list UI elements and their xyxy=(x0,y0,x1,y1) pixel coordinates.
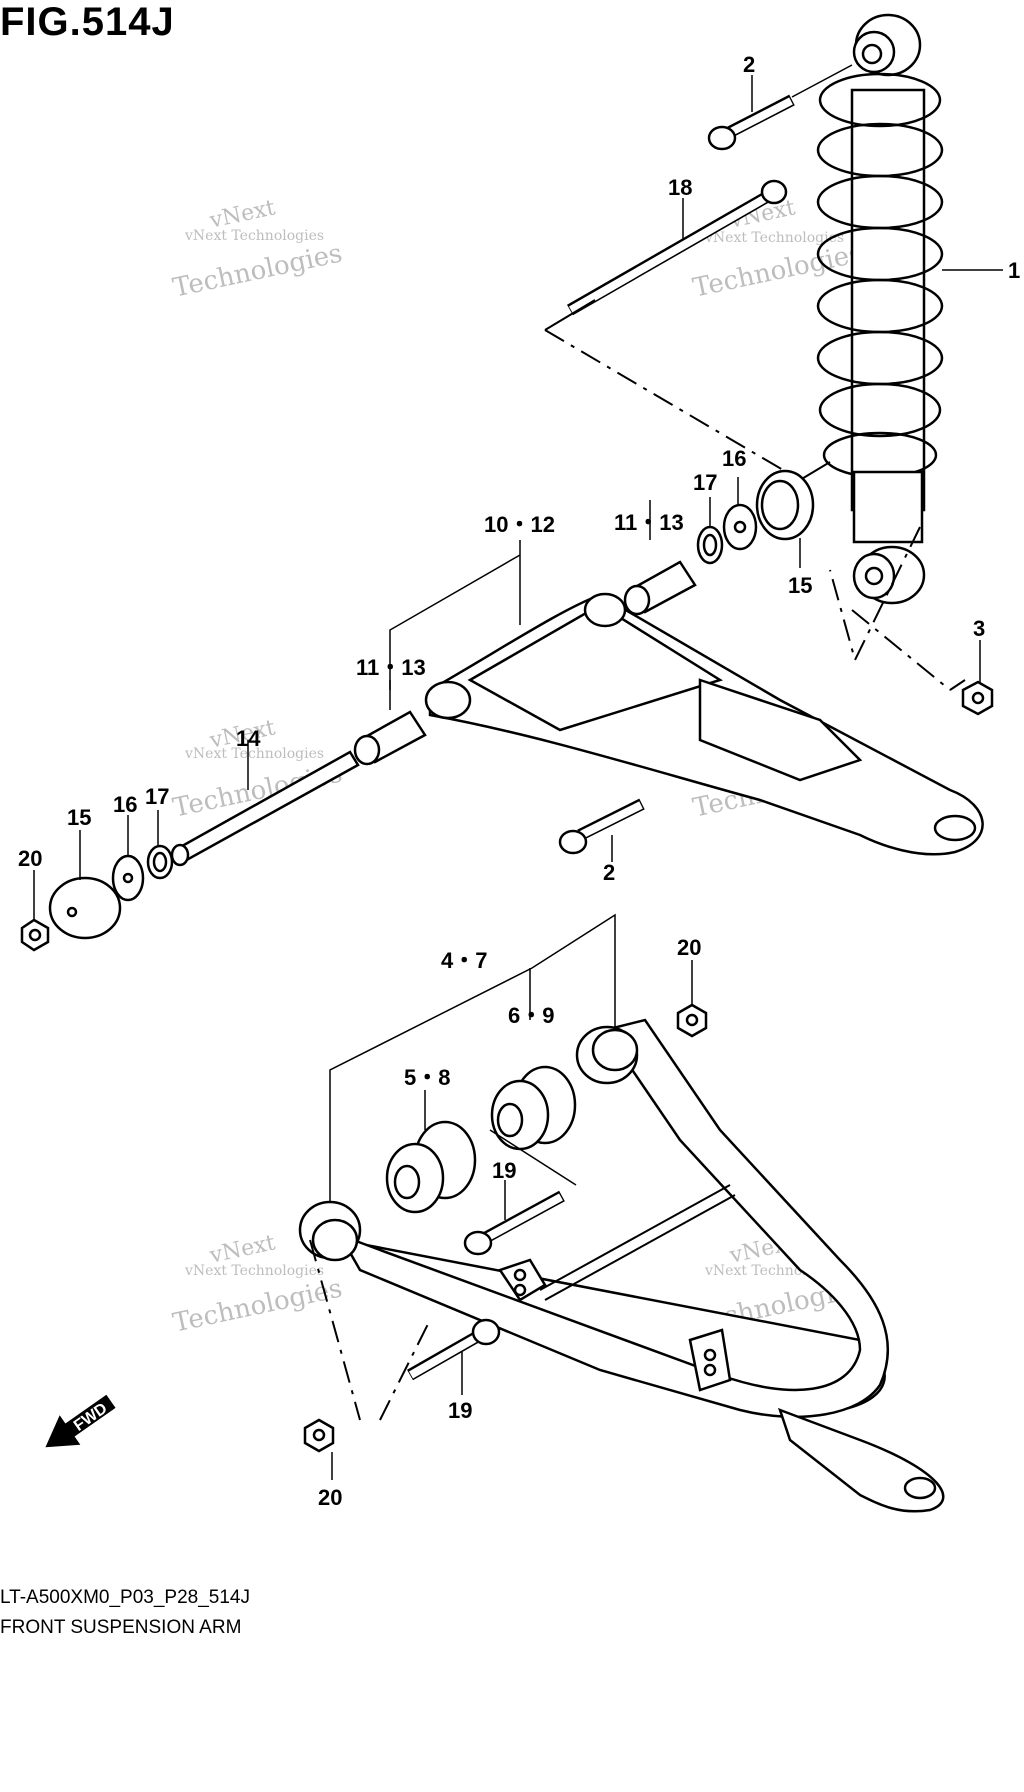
callout-10-12[interactable]: 10・12 xyxy=(484,512,555,537)
callout-15-left[interactable]: 15 xyxy=(67,805,91,830)
figure-name: FRONT SUSPENSION ARM xyxy=(0,1617,242,1638)
part-cap-15-left[interactable] xyxy=(48,876,122,940)
part-shock-absorber[interactable] xyxy=(816,13,944,605)
fwd-arrow-icon: FWD xyxy=(45,1394,116,1448)
part-bolt-upper[interactable] xyxy=(707,94,795,151)
part-washer-16-left[interactable] xyxy=(111,854,145,902)
part-nut-20-left[interactable] xyxy=(20,918,50,952)
part-bolt-19-lower[interactable] xyxy=(407,1318,501,1381)
watermark-small-3: vNext Technologies xyxy=(184,746,324,762)
callout-6-9[interactable]: 6・9 xyxy=(508,1003,554,1028)
callout-14[interactable]: 14 xyxy=(236,726,261,751)
callout-1[interactable]: 1 xyxy=(1008,258,1020,283)
watermark-big-4: Technologies xyxy=(690,239,865,304)
part-collar-upper-left[interactable] xyxy=(353,710,427,766)
part-lower-suspension-arm[interactable] xyxy=(298,1018,945,1513)
model-code: LT-A500XM0_P03_P28_514J xyxy=(0,1587,250,1608)
watermark-small-5: vNext Technologies xyxy=(184,1263,324,1279)
callout-17-upper[interactable]: 17 xyxy=(693,470,717,495)
callout-2-lower[interactable]: 2 xyxy=(603,860,615,885)
part-bushing-5-8[interactable] xyxy=(385,1120,477,1214)
part-bushing-6-9[interactable] xyxy=(490,1065,577,1151)
part-nut-20-lower[interactable] xyxy=(303,1418,335,1453)
callout-20-right[interactable]: 20 xyxy=(677,935,701,960)
part-washer-16-upper[interactable] xyxy=(722,503,758,551)
callout-15-upper[interactable]: 15 xyxy=(788,573,812,598)
callout-19-upper[interactable]: 19 xyxy=(492,1158,516,1183)
figure-title: FIG.514J xyxy=(0,0,175,44)
watermark-small-1: vNext Technologies xyxy=(184,228,324,244)
watermark-big-10: Technologies xyxy=(170,1274,345,1339)
callout-11-13-left[interactable]: 11・13 xyxy=(356,655,426,680)
watermark-small-2: vNext Technologies xyxy=(704,230,844,246)
part-nut-3[interactable] xyxy=(961,680,994,716)
callout-4-7[interactable]: 4・7 xyxy=(441,948,487,973)
part-bolt-lower[interactable] xyxy=(558,798,645,855)
callout-5-8[interactable]: 5・8 xyxy=(404,1065,450,1090)
part-collar-upper-right[interactable] xyxy=(623,560,697,616)
callout-2-upper[interactable]: 2 xyxy=(743,52,755,77)
part-upper-suspension-arm[interactable] xyxy=(424,592,984,856)
callout-18[interactable]: 18 xyxy=(668,175,692,200)
callout-20-lower[interactable]: 20 xyxy=(318,1485,342,1510)
part-bolt-19-upper[interactable] xyxy=(463,1190,565,1256)
part-pivot-shaft[interactable] xyxy=(170,750,360,867)
callout-19-lower[interactable]: 19 xyxy=(448,1398,472,1423)
watermark-big-2: Technologies xyxy=(170,239,345,304)
part-washer-17-upper[interactable] xyxy=(696,525,724,565)
part-cap-15-upper[interactable] xyxy=(755,469,815,541)
part-long-bolt[interactable] xyxy=(567,179,788,316)
part-washer-17-left[interactable] xyxy=(146,844,174,880)
part-nut-20-upper-right[interactable] xyxy=(676,1003,708,1038)
callout-16-upper[interactable]: 16 xyxy=(722,446,746,471)
callout-20-left[interactable]: 20 xyxy=(18,846,42,871)
callout-3[interactable]: 3 xyxy=(973,616,985,641)
callout-17-left[interactable]: 17 xyxy=(145,784,169,809)
callout-11-13-upper[interactable]: 11・13 xyxy=(614,510,684,535)
callout-16-left[interactable]: 16 xyxy=(113,792,137,817)
